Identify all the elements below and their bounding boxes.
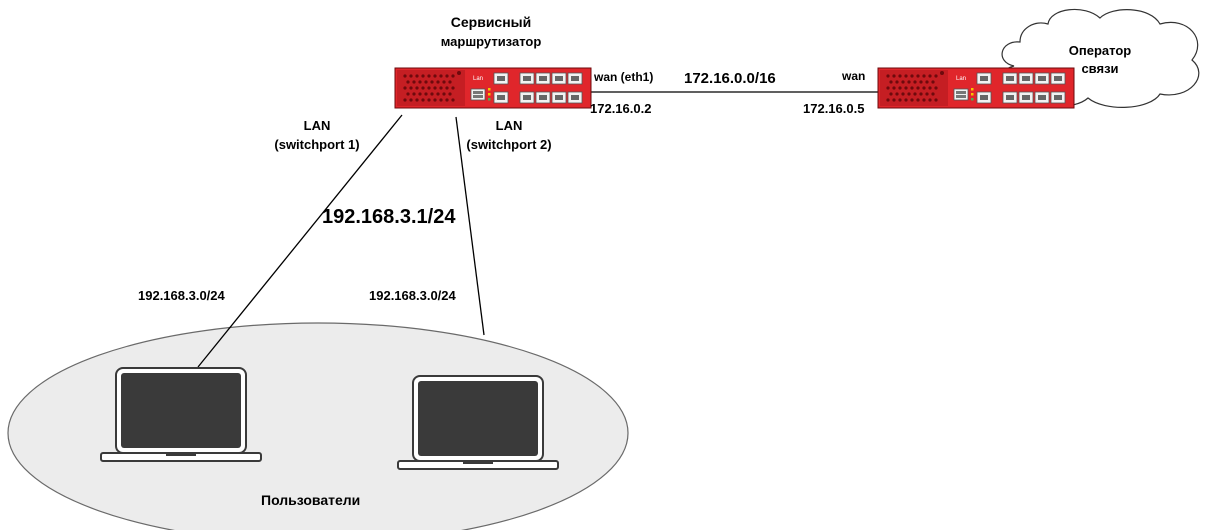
lan-link-2-label-line2: (switchport 2) [466, 137, 552, 152]
lan-link-1-label-line2: (switchport 1) [274, 137, 360, 152]
service-router: Lan [394, 67, 592, 109]
operator-router: Lan [877, 67, 1075, 109]
laptop-2 [397, 375, 559, 470]
service-router-wan-port: wan (eth1) [594, 70, 654, 84]
operator-cloud-line1: Оператор [1068, 43, 1132, 58]
laptop-1 [100, 367, 262, 462]
wan-network-label: 172.16.0.0/16 [684, 70, 776, 87]
operator-cloud-line2: связи [1081, 61, 1119, 76]
lan-link-1-line [197, 114, 403, 368]
lan-link-1-subnet: 192.168.3.0/24 [138, 288, 225, 303]
lan-link-2-label: LAN (switchport 2) [466, 118, 551, 153]
lan-link-2-label-line1: LAN [495, 118, 523, 133]
service-router-title: Сервисный маршрутизатор [441, 14, 542, 50]
operator-wan-ip: 172.16.0.5 [803, 101, 865, 116]
lan-link-1-label-line1: LAN [303, 118, 331, 133]
lan-link-1-label: LAN (switchport 1) [274, 118, 359, 153]
operator-wan-port: wan [842, 69, 866, 83]
lan-link-2-line [455, 116, 485, 336]
users-group-label: Пользователи [261, 492, 361, 508]
lan-network-label: 192.168.3.1/24 [322, 206, 456, 228]
service-router-wan-ip: 172.16.0.2 [590, 101, 652, 116]
service-router-title-line1: Сервисный [450, 14, 532, 30]
operator-router-brand: Lan [956, 76, 966, 82]
operator-cloud-label: Оператор связи [1069, 43, 1131, 77]
service-router-title-line2: маршрутизатор [440, 34, 542, 49]
lan-link-2-subnet: 192.168.3.0/24 [369, 288, 456, 303]
service-router-brand: Lan [473, 76, 483, 82]
